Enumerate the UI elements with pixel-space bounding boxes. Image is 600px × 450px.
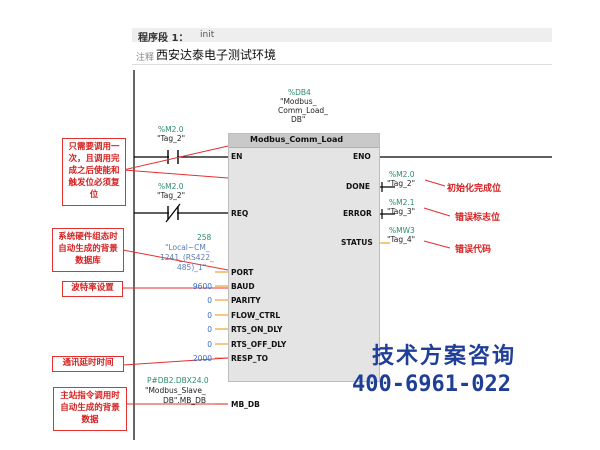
- done-tag[interactable]: "Tag_2": [387, 179, 416, 188]
- segment-name: init: [200, 30, 215, 40]
- parity-value[interactable]: 0: [207, 296, 212, 305]
- pin-req: REQ: [231, 209, 249, 218]
- port-name-line3[interactable]: 485)_1": [177, 263, 207, 272]
- header-divider: [132, 64, 552, 65]
- contact2[interactable]: [164, 204, 182, 222]
- mb-db-name-line2[interactable]: DB".MB_DB: [163, 396, 207, 405]
- pin-port: PORT: [231, 268, 254, 277]
- contact2-slash: [165, 203, 181, 223]
- rts-on-dly-value[interactable]: 0: [207, 325, 212, 334]
- pin-resp-to: RESP_TO: [231, 354, 269, 363]
- contact1[interactable]: [164, 148, 182, 166]
- resp-to-value[interactable]: 2000: [192, 354, 212, 363]
- pin-flow-ctrl: FLOW_CTRL: [231, 311, 281, 320]
- pin-mb-db: MB_DB: [231, 400, 260, 409]
- contact2-tag[interactable]: "Tag_2": [157, 191, 186, 200]
- pin-parity: PARITY: [231, 296, 261, 305]
- port-name-line1[interactable]: "Local~CM_: [165, 243, 210, 252]
- pin-error: ERROR: [343, 209, 372, 218]
- annotation-error-flag: 错误标志位: [455, 213, 501, 223]
- mb-db-name-line1[interactable]: "Modbus_Slave_: [145, 386, 206, 395]
- pin-baud: BAUD: [231, 282, 255, 291]
- mb-db-address[interactable]: P#DB2.DBX24.0: [147, 376, 209, 385]
- segment-label: 程序段 1：: [138, 33, 189, 44]
- comment-text[interactable]: 西安达泰电子测试环境: [156, 48, 277, 62]
- comment-key: 注释: [136, 53, 155, 63]
- done-address[interactable]: %M2.0: [389, 170, 415, 179]
- error-address[interactable]: %M2.1: [389, 198, 415, 207]
- annotation-baud: 波特率设置: [62, 281, 123, 297]
- promo-line1: 技术方案咨询: [372, 343, 517, 369]
- pin-en: EN: [231, 152, 243, 161]
- function-block[interactable]: [228, 133, 380, 382]
- network-header[interactable]: [132, 28, 552, 42]
- annotation-system-db: 系统硬件组态时自动生成的背景数据库: [52, 228, 124, 272]
- db-instance-line1: "Modbus_: [280, 97, 317, 106]
- port-value[interactable]: 258: [197, 233, 212, 242]
- block-title: Modbus_Comm_Load: [250, 135, 344, 144]
- pin-eno: ENO: [353, 152, 371, 161]
- annotation-resp-delay: 通讯延时时间: [52, 356, 124, 372]
- status-tag[interactable]: "Tag_4": [387, 235, 416, 244]
- annotation-init-done: 初始化完成位: [447, 184, 502, 194]
- pin-rts-on-dly: RTS_ON_DLY: [231, 325, 283, 334]
- baud-value[interactable]: 9600: [192, 282, 212, 291]
- flow-ctrl-value[interactable]: 0: [207, 311, 212, 320]
- status-address[interactable]: %MW3: [389, 226, 415, 235]
- pin-status: STATUS: [341, 238, 373, 247]
- pin-rts-off-dly: RTS_OFF_DLY: [231, 340, 287, 349]
- port-name-line2[interactable]: 1241_(RS422_: [160, 253, 214, 262]
- rts-off-dly-value[interactable]: 0: [207, 340, 212, 349]
- db-instance-line3: DB": [291, 115, 306, 124]
- contact1-address[interactable]: %M2.0: [158, 125, 184, 134]
- contact1-tag[interactable]: "Tag_2": [157, 134, 186, 143]
- annotation-call-once: 只需要调用一次，且调用完成之后使能和触发位必须复位: [62, 138, 126, 206]
- function-block-header: [229, 134, 379, 148]
- db-instance-line2: Comm_Load_: [278, 106, 328, 115]
- promo-line2: 400-6961-022: [352, 372, 511, 397]
- annotation-error-code: 错误代码: [455, 245, 492, 255]
- contact2-address[interactable]: %M2.0: [158, 182, 184, 191]
- annotation-master-db: 主站指令调用时自动生成的背景数据: [53, 387, 127, 431]
- pin-done: DONE: [346, 182, 371, 191]
- db-name: %DB4: [288, 88, 311, 97]
- error-tag[interactable]: "Tag_3": [387, 207, 416, 216]
